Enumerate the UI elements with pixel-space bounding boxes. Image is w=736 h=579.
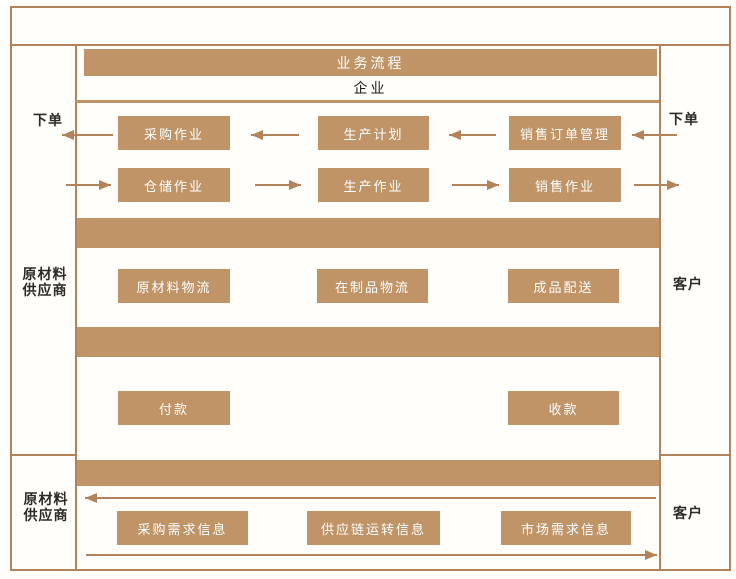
arrow-customer-order-in: [632, 130, 677, 140]
box-receipt: 收款: [508, 391, 619, 425]
left-supplier-line1: 原材料: [22, 268, 68, 283]
right-rail-divider: [659, 44, 661, 571]
left-supplier-bottom-line2: 供应商: [23, 509, 69, 524]
arrow-supplier-to-warehouse: [66, 180, 111, 190]
box-production-planning: 生产计划: [318, 116, 429, 150]
left-supplier-line2: 供应商: [22, 284, 68, 299]
arrow-order-to-supplier: [62, 130, 113, 140]
left-supplier-bottom-line1: 原材料: [23, 493, 69, 508]
box-sales-operations: 销售作业: [509, 168, 621, 202]
top-strip-divider: [10, 44, 731, 46]
arrow-info-to-supplier: [85, 493, 656, 503]
arrow-info-to-customer: [86, 550, 657, 560]
arrow-warehouse-to-production: [255, 180, 301, 190]
right-rail-cell-divider: [659, 454, 731, 456]
right-customer-label: 客户: [673, 278, 703, 293]
funds-band: [77, 327, 659, 357]
right-customer-bottom-label: 客户: [673, 507, 703, 522]
box-payment: 付款: [118, 391, 230, 425]
info-band: [77, 460, 659, 486]
box-warehousing-operations: 仓储作业: [118, 168, 230, 202]
left-order-label: 下单: [33, 114, 63, 129]
box-procurement-demand-info: 采购需求信息: [117, 511, 248, 545]
right-order-label: 下单: [669, 113, 699, 128]
left-supplier-bottom-label: 原材料 供应商: [15, 493, 77, 525]
box-wip-logistics: 在制品物流: [317, 269, 428, 303]
box-production-operations: 生产作业: [318, 168, 429, 202]
arrow-sales-order-to-plan: [449, 130, 496, 140]
box-procurement-operations: 采购作业: [118, 116, 230, 150]
left-supplier-label: 原材料 供应商: [14, 268, 76, 300]
process-title-band: 业务流程: [84, 49, 657, 76]
arrow-sales-to-customer: [634, 180, 679, 190]
box-raw-material-logistics: 原材料物流: [118, 269, 230, 303]
arrow-plan-to-procurement: [251, 130, 299, 140]
box-market-demand-info: 市场需求信息: [501, 511, 631, 545]
logistics-band: [77, 218, 659, 248]
box-sales-order-management: 销售订单管理: [509, 116, 621, 150]
box-supply-chain-operation-info: 供应链运转信息: [307, 511, 440, 545]
left-rail-cell-divider: [10, 454, 77, 456]
arrow-production-to-sales: [452, 180, 499, 190]
box-finished-goods-delivery: 成品配送: [508, 269, 619, 303]
outer-frame: [10, 6, 731, 571]
enterprise-underline: [76, 100, 659, 103]
enterprise-label: 企业: [353, 82, 388, 97]
left-rail-divider: [75, 44, 77, 571]
